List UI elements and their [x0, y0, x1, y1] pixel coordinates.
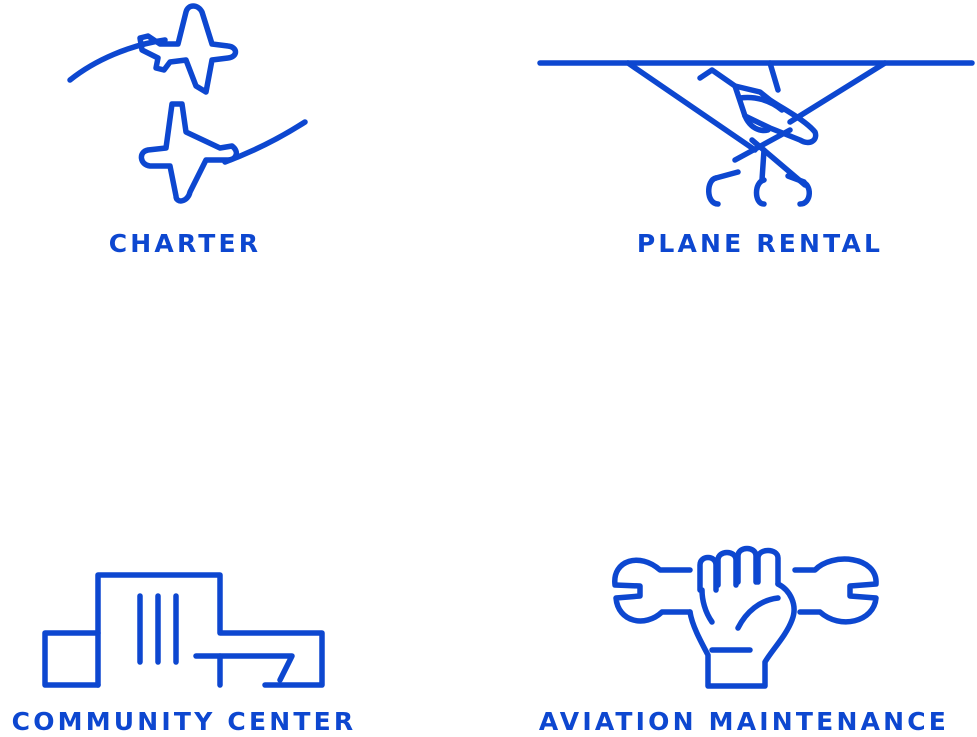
building-icon	[42, 572, 325, 688]
service-label-aviation-maintenance: AVIATION MAINTENANCE	[538, 707, 950, 736]
service-label-charter: CHARTER	[108, 229, 262, 258]
hand-key-wing-icon	[537, 60, 975, 207]
airplanes-icon	[67, 3, 308, 204]
service-label-community-center: COMMUNITY CENTER	[11, 707, 357, 736]
service-label-plane-rental: PLANE RENTAL	[636, 229, 884, 258]
fist-wrench-icon	[612, 545, 879, 689]
